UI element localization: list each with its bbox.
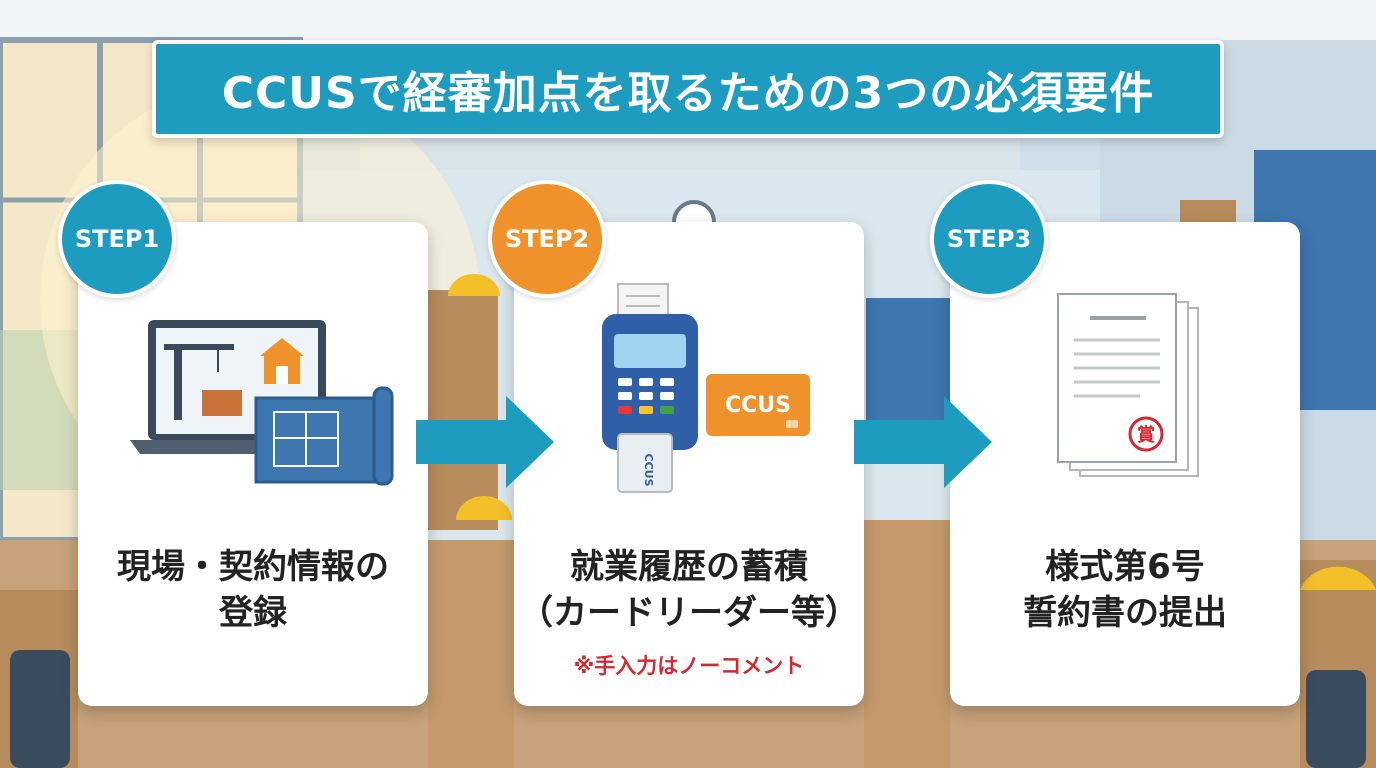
step2-badge: STEP2 xyxy=(488,180,606,298)
step2-card: CCUS CCUS 就業履歴の蓄積 （カードリーダー等） ※手入力はノーコメント xyxy=(514,222,864,706)
document-icon xyxy=(1057,293,1199,477)
step3-line2: 誓約書の提出 xyxy=(1023,593,1227,633)
arrow-right-icon xyxy=(416,396,554,488)
step2-line2: （カードリーダー等） xyxy=(519,593,859,633)
seal-char: 賞 xyxy=(1137,424,1155,446)
step2-text: 就業履歴の蓄積 （カードリーダー等） xyxy=(514,544,864,636)
step1-line1: 現場・契約情報の xyxy=(117,547,389,587)
step3-line1: 様式第6号 xyxy=(1045,547,1205,587)
step1-line2: 登録 xyxy=(219,593,287,633)
arrow-right-icon xyxy=(854,396,992,488)
step1-card: 現場・契約情報の 登録 xyxy=(78,222,428,706)
seal-stamp-icon xyxy=(1128,416,1164,452)
title-banner: CCUSで経審加点を取るための3つの必須要件 xyxy=(152,40,1224,138)
step1-badge: STEP1 xyxy=(58,180,176,298)
inserted-card-label: CCUS xyxy=(642,454,655,487)
step1-illustration xyxy=(130,320,394,486)
ccus-card-label: CCUS xyxy=(725,393,791,418)
step2-note: ※手入力はノーコメント xyxy=(573,654,805,678)
step2-line1: 就業履歴の蓄積 xyxy=(570,547,808,587)
step2-illustration: CCUS CCUS xyxy=(602,283,810,493)
step3-illustration: 賞 xyxy=(1057,293,1199,477)
step3-text: 様式第6号 誓約書の提出 xyxy=(950,544,1300,636)
page-title: CCUSで経審加点を取るための3つの必須要件 xyxy=(221,68,1155,119)
house-icon xyxy=(260,338,304,384)
ccus-card-icon xyxy=(706,374,810,436)
step1-text: 現場・契約情報の 登録 xyxy=(78,544,428,636)
step3-badge: STEP3 xyxy=(930,180,1048,298)
card-reader-icon xyxy=(602,283,698,493)
crane-icon xyxy=(164,344,242,420)
blueprint-icon xyxy=(254,386,394,486)
step3-card: 賞 様式第6号 誓約書の提出 xyxy=(950,222,1300,706)
